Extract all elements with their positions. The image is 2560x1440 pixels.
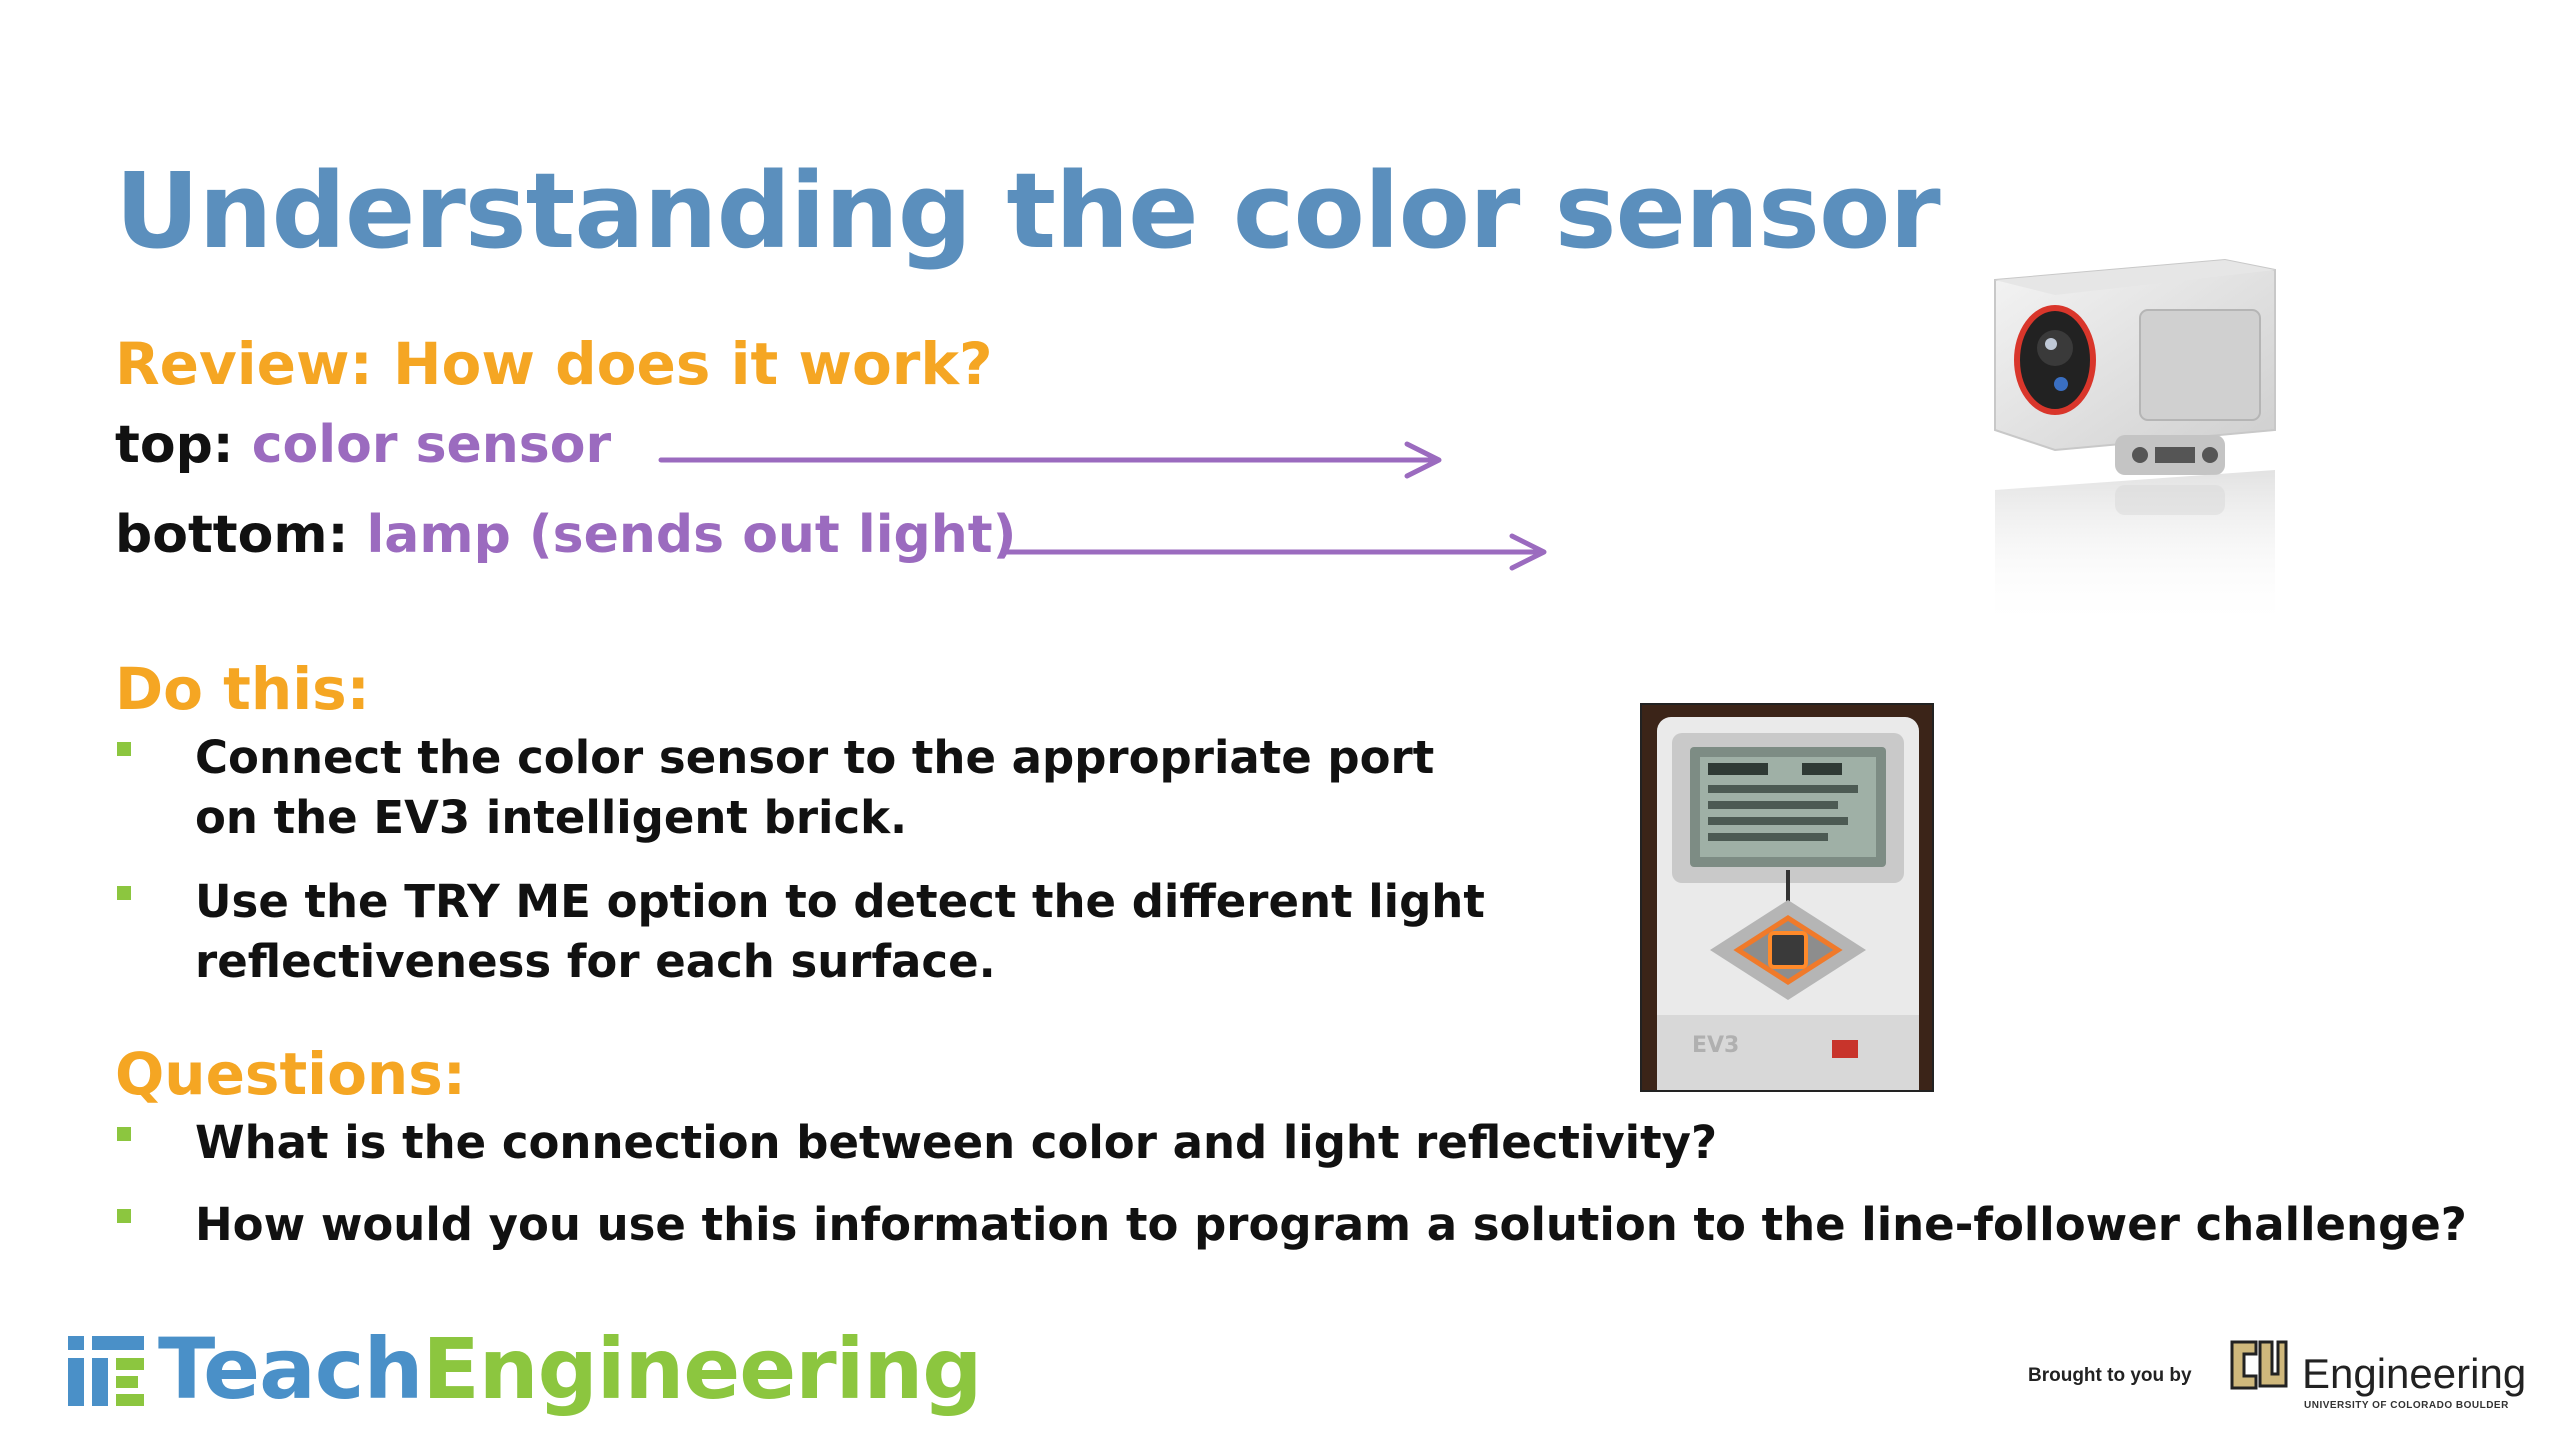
- bullet-icon: [117, 742, 131, 756]
- top-value: color sensor: [251, 415, 612, 475]
- logo-teach-text: Teach: [158, 1320, 423, 1418]
- list-item-text: What is the connection between color and…: [195, 1116, 1718, 1169]
- bottom-value: lamp (sends out light): [366, 505, 1017, 565]
- cu-subtitle-text: UNIVERSITY OF COLORADO BOULDER: [2304, 1400, 2509, 1411]
- cu-engineering-text: Engineering: [2302, 1350, 2527, 1397]
- review-heading: Review: How does it work?: [115, 330, 993, 398]
- top-label: top:: [115, 415, 234, 475]
- bottom-line: bottom: lamp (sends out light): [115, 505, 1016, 565]
- bullet-icon: [117, 886, 131, 900]
- questions-heading: Questions:: [115, 1040, 466, 1108]
- ev3-brick-image: [1657, 717, 1919, 1090]
- teachengineering-logo: TeachEngineering: [158, 1320, 982, 1418]
- list-item-text: Use the TRY ME option to detect the diff…: [195, 875, 1485, 988]
- list-item: What is the connection between color and…: [115, 1113, 2315, 1173]
- top-line: top: color sensor: [115, 415, 611, 475]
- list-item: How would you use this information to pr…: [115, 1195, 2467, 1255]
- ev3-brick-photo: EV3: [1640, 703, 1934, 1092]
- bottom-arrow: [1003, 533, 1547, 571]
- slide-title: Understanding the color sensor: [115, 150, 1941, 272]
- ev3-brick-label: EV3: [1692, 1033, 1740, 1058]
- bullet-icon: [117, 1209, 131, 1223]
- bullet-icon: [117, 1127, 131, 1141]
- list-item: Use the TRY ME option to detect the diff…: [115, 872, 1595, 992]
- list-item-text: Connect the color sensor to the appropri…: [195, 731, 1435, 844]
- list-item-text: How would you use this information to pr…: [195, 1198, 2467, 1251]
- brought-by-text: Brought to you by: [2028, 1365, 2192, 1386]
- logo-engineering-text: Engineering: [422, 1320, 982, 1418]
- top-arrow: [658, 441, 1442, 479]
- bottom-label: bottom:: [115, 505, 349, 565]
- cu-logo-icon: [2230, 1340, 2288, 1390]
- list-item: Connect the color sensor to the appropri…: [115, 728, 1595, 848]
- teachengineering-logo-icon: [68, 1336, 144, 1406]
- do-this-heading: Do this:: [115, 655, 370, 723]
- color-sensor-image: [1994, 258, 2276, 630]
